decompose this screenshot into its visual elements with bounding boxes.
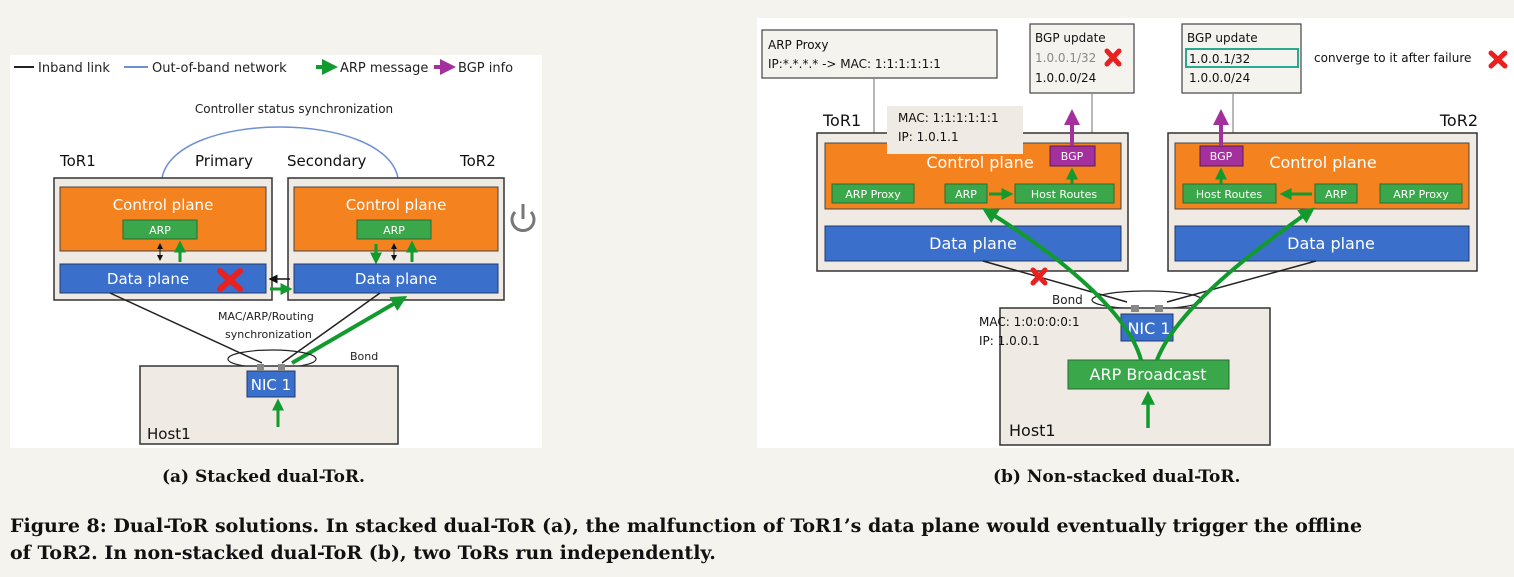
- failure-cross-icon: [1488, 50, 1508, 69]
- tor1-control-plane-label: Control plane: [926, 153, 1033, 172]
- host-ip-label: IP: 1.0.0.1: [979, 334, 1040, 348]
- tor2-arp-proxy-label: ARP Proxy: [1393, 188, 1449, 201]
- tor2-arp-box: [1314, 183, 1358, 204]
- tor2-label: ToR2: [1439, 111, 1478, 130]
- host-mac-label: MAC: 1:0:0:0:0:1: [979, 315, 1080, 329]
- tor1-arp-box: [122, 219, 198, 240]
- tor2-data-plane-label: Data plane: [1287, 234, 1375, 253]
- arp-broadcast-box: [1067, 359, 1230, 390]
- nic1-label: NIC 1: [1127, 319, 1170, 338]
- link-failure-cross-icon: [1030, 267, 1048, 286]
- tor1-data-plane: [824, 225, 1122, 262]
- bond-label: Bond: [350, 350, 378, 363]
- tor1-label: ToR1: [822, 111, 861, 130]
- nic-port-icon: [1155, 305, 1163, 312]
- tor1-arp-box: [944, 183, 988, 204]
- tor1-host-routes-label: Host Routes: [1031, 188, 1097, 201]
- converged-route-highlight: [1185, 48, 1299, 68]
- nic-port-icon: [257, 364, 264, 371]
- nic1-label: NIC 1: [251, 376, 291, 394]
- arp-broadcast-to-tor1-arrow: [981, 207, 1143, 361]
- tor1-arp-proxy-box: [831, 183, 915, 204]
- tor2-data-plane: [1174, 225, 1470, 262]
- subcaption-b: (b) Non-stacked dual-ToR.: [993, 467, 1241, 487]
- tor1-host-routes-box: [1014, 183, 1115, 204]
- tor2-control-plane-label: Control plane: [346, 196, 447, 214]
- bond-label: Bond: [1052, 293, 1083, 307]
- nic-port-icon: [1131, 305, 1139, 312]
- figure-caption: Figure 8: Dual-ToR solutions. In stacked…: [10, 513, 1514, 567]
- tor1-data-plane: [59, 263, 267, 294]
- bgp-route-withdrawn: 1.0.0.1/32: [1035, 51, 1096, 65]
- non-stacked-dual-tor-diagram: ARP Proxy IP:*.*.*.* -> MAC: 1:1:1:1:1:1…: [757, 18, 1514, 448]
- tor2-control-plane-label: Control plane: [1269, 153, 1376, 172]
- tor1-control-plane-label: Control plane: [113, 196, 214, 214]
- bgp-update-box-tor2: [1181, 23, 1302, 94]
- tor1-bgp-label: BGP: [1061, 150, 1084, 163]
- tor2-arp-box: [356, 219, 432, 240]
- subcaption-a: (a) Stacked dual-ToR.: [162, 467, 365, 487]
- power-icon: [510, 204, 536, 232]
- tor1-data-plane-label: Data plane: [107, 270, 189, 288]
- tor1-control-plane: [59, 186, 267, 252]
- mac-sync-label-1: MAC/ARP/Routing: [218, 310, 314, 323]
- bgp-route-aggregate-tor1: 1.0.0.0/24: [1035, 71, 1096, 85]
- legend-oob-label: Out-of-band network: [152, 61, 287, 76]
- nic1-box: [246, 370, 296, 398]
- legend-bgp-label: BGP info: [458, 61, 513, 76]
- tor2-arp-label: ARP: [383, 224, 405, 237]
- tor2-label: ToR2: [459, 152, 496, 170]
- converge-note: converge to it after failure: [1314, 51, 1471, 65]
- tor2-host-routes-box: [1182, 183, 1277, 204]
- tor2-data-plane: [293, 263, 499, 294]
- caption-line-2: of ToR2. In non-stacked dual-ToR (b), tw…: [10, 542, 716, 564]
- arp-proxy-info-rule: IP:*.*.*.* -> MAC: 1:1:1:1:1:1: [768, 57, 941, 71]
- tor2-bgp-label: BGP: [1210, 150, 1233, 163]
- tor1-arp-proxy-label: ARP Proxy: [845, 188, 901, 201]
- arp-broadcast-label: ARP Broadcast: [1090, 365, 1207, 384]
- bgp-route-converged: 1.0.0.1/32: [1189, 52, 1250, 66]
- legend: Inband link Out-of-band network ARP mess…: [14, 59, 513, 76]
- stacked-dual-tor-diagram: Inband link Out-of-band network ARP mess…: [10, 55, 542, 448]
- tor1-arp-label: ARP: [955, 188, 977, 201]
- tor1-role-label: Primary: [195, 152, 253, 170]
- nic-port-icon: [278, 364, 285, 371]
- host1-label: Host1: [147, 425, 191, 443]
- tor2-control-plane: [293, 186, 499, 252]
- arp-broadcast-to-tor2-arrow: [1155, 207, 1315, 361]
- tor1-address-box: [887, 106, 1023, 154]
- tor2-role-label: Secondary: [287, 152, 367, 170]
- tor2-data-plane-label: Data plane: [355, 270, 437, 288]
- tor1-mac-label: MAC: 1:1:1:1:1:1: [898, 111, 999, 125]
- caption-line-1: Figure 8: Dual-ToR solutions. In stacked…: [10, 515, 1363, 537]
- tor2-host-routes-label: Host Routes: [1196, 188, 1262, 201]
- tor1-data-plane-failure-icon: [217, 268, 243, 292]
- legend-inband-label: Inband link: [38, 61, 110, 76]
- route-withdrawn-cross-icon: [1104, 48, 1122, 67]
- host-to-tor2-arp-arrow: [290, 295, 408, 365]
- arp-proxy-info-title: ARP Proxy: [768, 38, 828, 52]
- host1-label: Host1: [1009, 421, 1056, 440]
- legend-arp-label: ARP message: [340, 61, 428, 76]
- tor1-ip-label: IP: 1.0.1.1: [898, 130, 959, 144]
- tor1-data-plane-label: Data plane: [929, 234, 1017, 253]
- mac-sync-label-2: synchronization: [225, 328, 312, 341]
- inband-link-tor1: [109, 292, 263, 364]
- controller-sync-label: Controller status synchronization: [195, 102, 393, 116]
- bgp-route-aggregate-tor2: 1.0.0.0/24: [1189, 71, 1250, 85]
- tor1-arp-label: ARP: [149, 224, 171, 237]
- tor2-arp-proxy-box: [1379, 183, 1463, 204]
- arp-proxy-info-box: [761, 29, 998, 79]
- bgp-update-title-tor2: BGP update: [1187, 31, 1258, 45]
- bgp-update-title-tor1: BGP update: [1035, 31, 1106, 45]
- tor2-arp-label: ARP: [1325, 188, 1347, 201]
- tor1-label: ToR1: [59, 152, 96, 170]
- oob-sync-arc: [161, 126, 399, 179]
